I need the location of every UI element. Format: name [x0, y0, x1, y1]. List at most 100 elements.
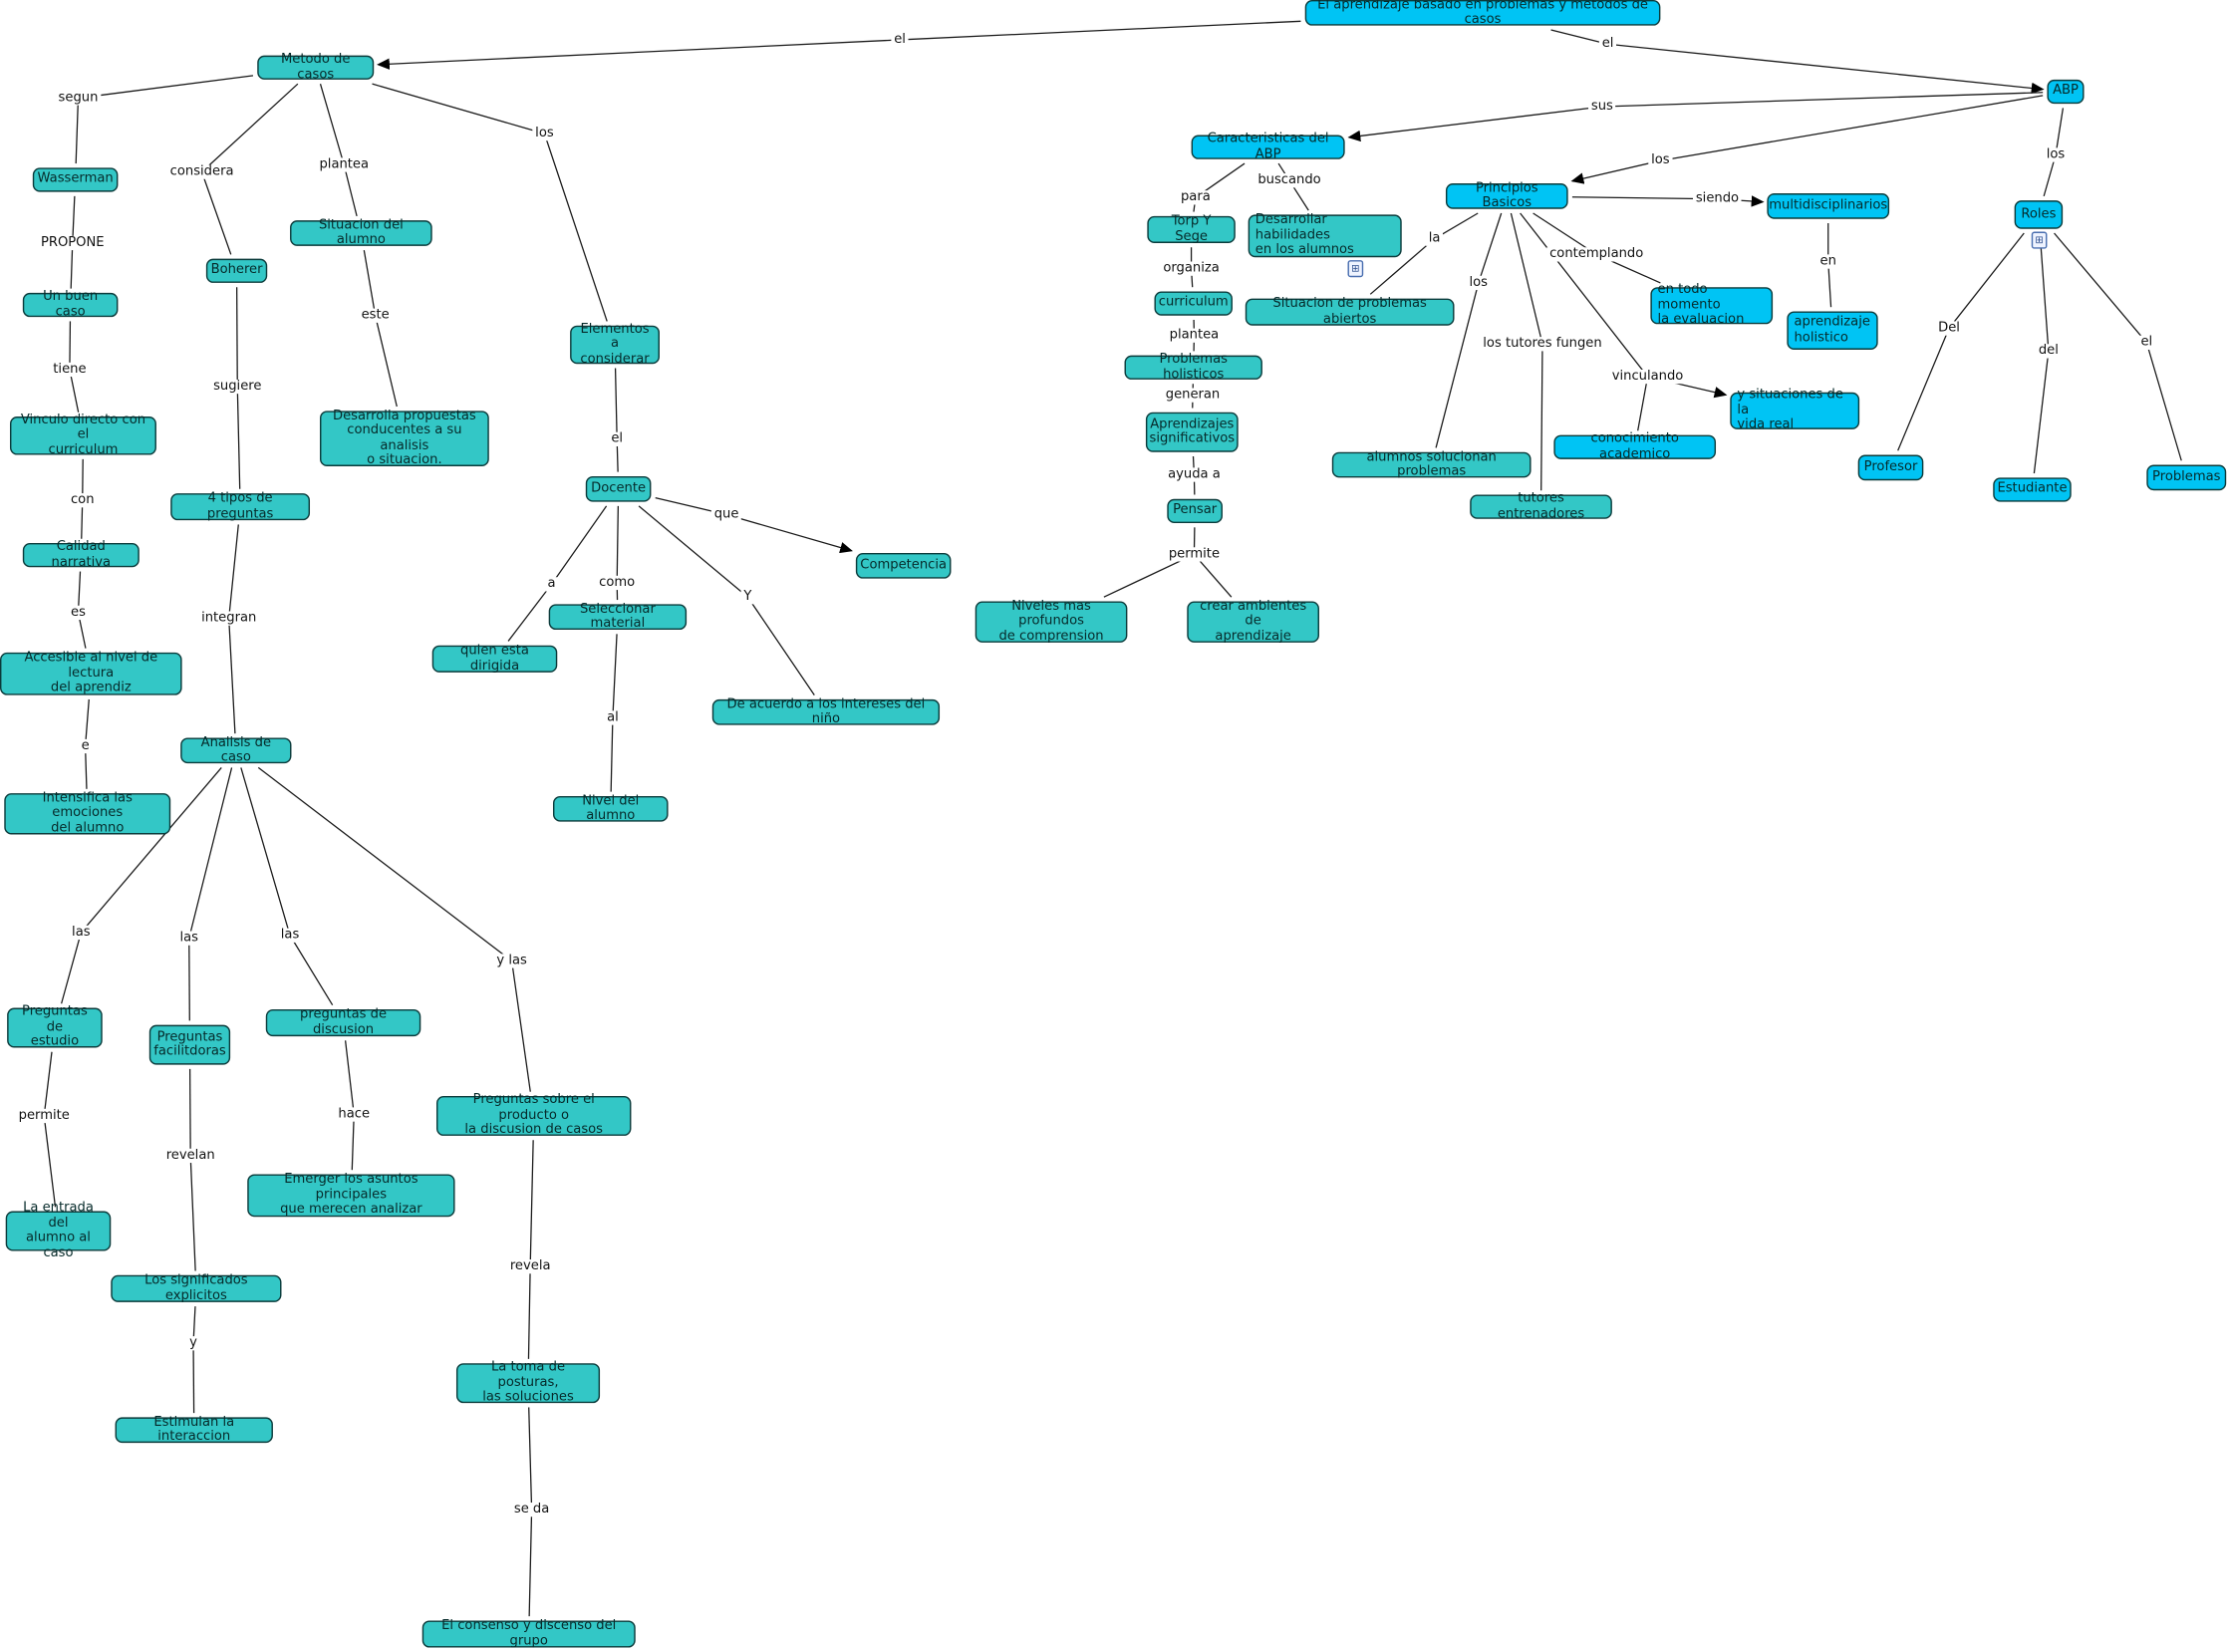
concept-tutores[interactable]: tutores entrenadores	[1470, 491, 1612, 521]
concept-probhol[interactable]: Problemas holisticos	[1124, 352, 1262, 382]
concept-buen[interactable]: Un buen caso	[22, 289, 119, 319]
concept-quien[interactable]: quien esta dirigida	[431, 643, 558, 673]
concept-estim[interactable]: Estimulan la interaccion	[115, 1414, 273, 1444]
line-connector	[257, 766, 513, 962]
line-connector	[78, 75, 254, 100]
concept-inten[interactable]: Intensifica las emociones del alumno	[4, 790, 171, 835]
line-connector	[70, 242, 74, 289]
concept-curr[interactable]: curriculum	[1154, 291, 1233, 316]
concept-boh[interactable]: Boherer	[205, 258, 268, 283]
concept-alumsol[interactable]: alumnos solucionan problemas	[1331, 448, 1532, 478]
linking-phrase: como	[596, 575, 639, 591]
line-connector	[543, 133, 608, 322]
concept-tip4[interactable]: 4 tipos de preguntas	[170, 491, 311, 521]
concept-probl[interactable]: Problemas	[2146, 464, 2227, 491]
line-connector	[236, 387, 241, 489]
concept-doc[interactable]: Docente	[585, 475, 652, 502]
concept-acuerdo[interactable]: De acuerdo a los intereses del niño	[711, 696, 941, 726]
line-connector	[610, 717, 614, 792]
linking-phrase: tiene	[50, 362, 90, 378]
linking-phrase: integran	[198, 611, 260, 626]
concept-aprhol[interactable]: aprendizaje holistico	[1787, 311, 1878, 350]
concept-toma[interactable]: La toma de posturas, las soluciones	[455, 1360, 601, 1405]
line-connector	[236, 287, 238, 388]
line-connector	[69, 321, 72, 370]
linking-phrase: y las	[493, 954, 530, 968]
concept-signif[interactable]: Los significados explicitos	[111, 1272, 282, 1302]
concept-crear[interactable]: crear ambientes de aprendizaje	[1187, 599, 1319, 644]
concept-pensar[interactable]: Pensar	[1167, 498, 1223, 524]
submap-hierarchy-icon[interactable]: ⊞	[2031, 231, 2048, 249]
arrow-connector	[1347, 106, 1602, 142]
arrow-connector	[377, 39, 901, 70]
concept-entrada[interactable]: La entrada del alumno al caso	[5, 1200, 112, 1259]
concept-nivel[interactable]: Niveles mas profundos de comprension	[975, 599, 1128, 644]
line-connector	[344, 1040, 355, 1115]
concept-desarr[interactable]: Desarrollar habilidades en los alumnos	[1248, 212, 1402, 257]
line-connector	[351, 1114, 355, 1171]
concept-multi[interactable]: multidisciplinarios	[1767, 193, 1890, 219]
concept-consenso[interactable]: El consenso y discenso del grupo	[421, 1618, 636, 1648]
concept-princ[interactable]: Principios Basicos	[1445, 180, 1568, 210]
linking-phrase: generan	[1162, 388, 1224, 403]
concept-caract[interactable]: Caracteristicas del ABP	[1191, 132, 1345, 161]
concept-situab[interactable]: Situacion de problemas abiertos	[1245, 296, 1455, 326]
concept-ysit[interactable]: y situaciones de la vida real	[1730, 388, 1860, 432]
concept-pfac[interactable]: Preguntas facilitdoras	[148, 1024, 231, 1065]
concept-comp[interactable]: Competencia	[855, 552, 952, 579]
line-connector	[201, 83, 299, 173]
concept-entodo[interactable]: en todo momento la evaluacion	[1650, 282, 1774, 327]
concept-abp[interactable]: ABP	[2047, 79, 2085, 105]
linking-phrase: los	[532, 126, 557, 141]
linking-phrase: Y	[740, 589, 755, 605]
line-connector	[2055, 108, 2065, 155]
linking-phrase: los	[1648, 152, 1673, 168]
concept-cal[interactable]: Calidad narrativa	[22, 539, 139, 569]
concept-aprsig[interactable]: Aprendizajes significativos	[1145, 412, 1239, 452]
concept-estud[interactable]: Estudiante	[1993, 477, 2072, 502]
concept-acces[interactable]: Accesible al nivel de lectura del aprend…	[0, 651, 182, 695]
concept-pdisc[interactable]: preguntas de discusion	[265, 1006, 421, 1036]
line-connector	[1478, 212, 1503, 284]
concept-pest[interactable]: Preguntas de estudio	[7, 1004, 103, 1049]
concept-emerger[interactable]: Emerger los asuntos principales que mere…	[247, 1172, 455, 1218]
line-connector	[1601, 92, 2044, 108]
concept-vinc[interactable]: Vinculo directo con el curriculum	[9, 413, 156, 457]
line-connector	[2054, 232, 2147, 344]
concept-roles[interactable]: Roles	[2014, 200, 2064, 229]
line-connector	[319, 83, 345, 165]
linking-phrase: hace	[335, 1107, 373, 1122]
linking-phrase: ayuda a	[1165, 467, 1224, 482]
concept-wass[interactable]: Wasserman	[32, 167, 119, 192]
arrow-connector	[725, 513, 853, 554]
line-connector	[1948, 232, 2025, 329]
line-connector	[528, 1407, 533, 1511]
linking-phrase: sus	[1588, 99, 1616, 115]
concept-desprop[interactable]: Desarrolla propuestas conducentes a su a…	[320, 408, 489, 467]
concept-torp[interactable]: Torp Y Sege	[1147, 213, 1236, 243]
concept-pprod[interactable]: Preguntas sobre el producto o la discusi…	[435, 1092, 632, 1137]
line-connector	[228, 618, 236, 734]
concept-selec[interactable]: Seleccionar material	[548, 601, 688, 631]
line-connector	[72, 195, 76, 243]
line-connector	[1510, 212, 1543, 345]
linking-phrase: plantea	[316, 157, 372, 172]
linking-phrase: es	[68, 605, 89, 621]
line-connector	[1540, 344, 1543, 491]
concept-nivalum[interactable]: Nivel del alumno	[552, 793, 669, 823]
line-connector	[528, 1510, 533, 1617]
linking-phrase: plantea	[1166, 328, 1223, 343]
line-connector	[1637, 376, 1649, 431]
concept-elem[interactable]: Elementos a considerar	[570, 321, 660, 366]
line-connector	[616, 505, 619, 583]
submap-hierarchy-icon[interactable]: ⊞	[1347, 260, 1364, 278]
concept-anal[interactable]: Analisis de caso	[180, 734, 292, 764]
concept-prof[interactable]: Profesor	[1857, 454, 1924, 481]
concept-metodo[interactable]: Metodo de casos	[257, 52, 375, 82]
concept-situal[interactable]: Situacion del alumno	[290, 217, 432, 247]
linking-phrase: PROPONE	[38, 235, 108, 251]
concept-title[interactable]: El aprendizaje basado en problemas y met…	[1304, 0, 1661, 27]
linking-phrase: al	[604, 710, 622, 725]
concept-conoc[interactable]: conocimiento academico	[1553, 431, 1717, 461]
